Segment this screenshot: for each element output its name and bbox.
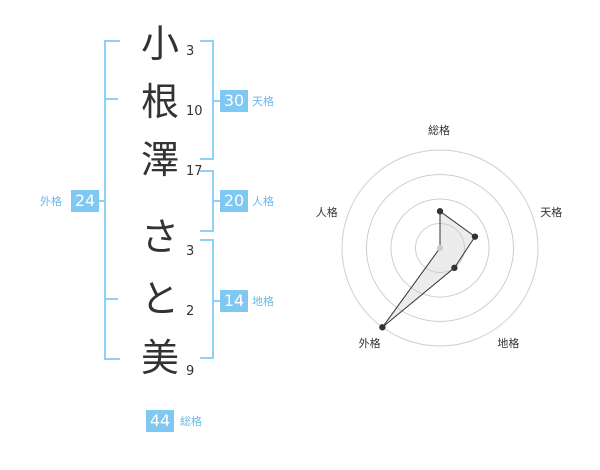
radar-center-dot xyxy=(437,245,443,251)
radar-point xyxy=(471,233,479,240)
tenkaku-connector xyxy=(212,100,220,102)
radar-axis-label: 人格 xyxy=(315,205,338,219)
chikaku-connector xyxy=(212,300,220,302)
stroke-count-1: 3 xyxy=(186,44,195,59)
chikaku-badge: 14 xyxy=(220,290,248,312)
radar-ring xyxy=(390,198,490,298)
gaikaku-label: 外格 xyxy=(40,195,62,208)
radar-ring xyxy=(366,174,514,322)
name-char-5: と xyxy=(140,277,179,321)
chikaku-bracket xyxy=(200,239,214,359)
name-char-4: さ xyxy=(140,215,179,259)
soukaku-label: 総格 xyxy=(180,415,202,428)
stroke-count-3: 17 xyxy=(186,164,203,179)
stroke-count-6: 9 xyxy=(186,364,195,379)
bracket-tick xyxy=(104,98,118,100)
radar-series-polygon xyxy=(381,210,476,328)
radar-point xyxy=(436,208,444,215)
radar-axis-label: 地格 xyxy=(497,337,520,351)
jinkaku-badge: 20 xyxy=(220,190,248,212)
name-char-2: 根 xyxy=(140,80,179,124)
soukaku-badge: 44 xyxy=(146,410,174,432)
stroke-count-5: 2 xyxy=(186,304,195,319)
tenkaku-label: 天格 xyxy=(252,95,274,108)
radar-ring xyxy=(341,149,539,347)
stroke-count-4: 3 xyxy=(186,244,195,259)
stroke-count-2: 10 xyxy=(186,104,203,119)
jinkaku-connector xyxy=(212,200,220,202)
name-char-3: 澤 xyxy=(140,138,179,182)
bracket-tick xyxy=(104,298,118,300)
jinkaku-label: 人格 xyxy=(252,195,274,208)
name-char-1: 小 xyxy=(140,22,179,66)
tenkaku-badge: 30 xyxy=(220,90,248,112)
radar-axis-label: 総格 xyxy=(428,124,450,137)
name-char-6: 美 xyxy=(140,336,179,380)
gaikaku-badge: 24 xyxy=(71,190,99,212)
chikaku-label: 地格 xyxy=(252,295,274,308)
radar-point xyxy=(379,324,386,331)
radar-axis-label: 外格 xyxy=(358,337,381,351)
radar-point xyxy=(451,264,458,272)
radar-axis-label: 天格 xyxy=(540,205,563,219)
gaikaku-connector xyxy=(99,200,106,202)
